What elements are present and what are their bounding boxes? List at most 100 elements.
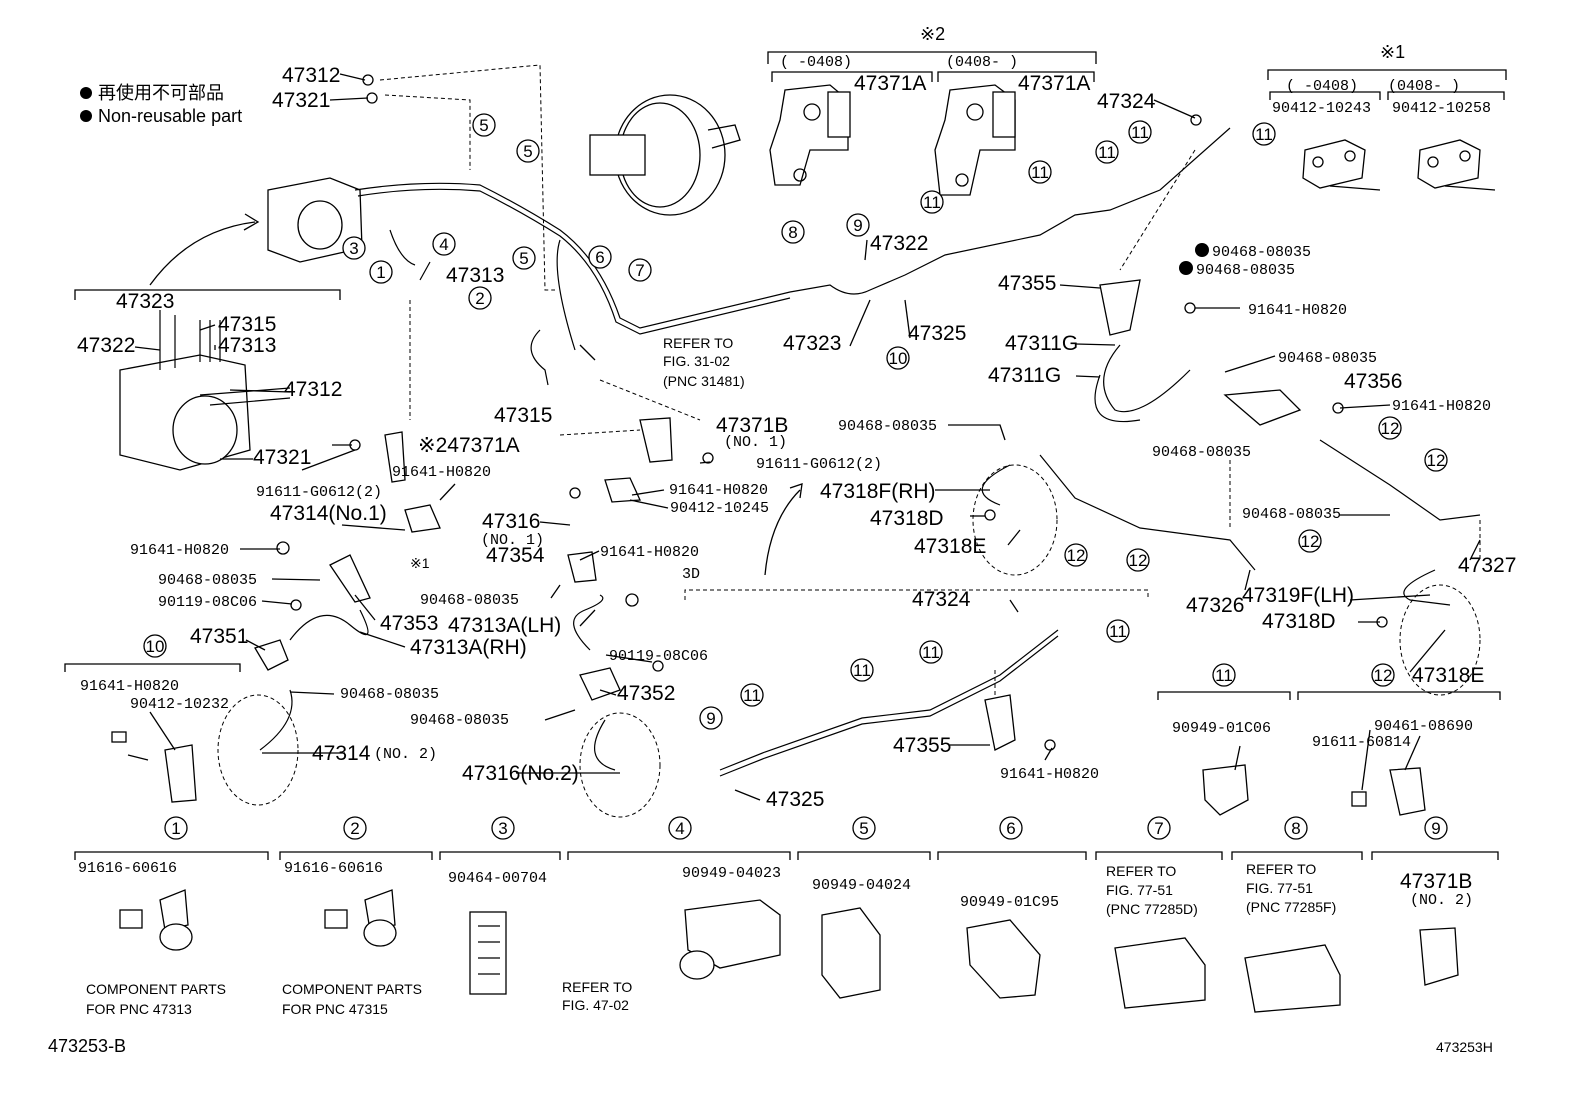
label-91641-h0820: 91641-H0820 (392, 464, 491, 481)
label-91611-g0612: 91611-G0612(2) (756, 456, 882, 473)
label-47354: 47354 (486, 544, 545, 567)
label-90468-08035: 90468-08035 (420, 592, 519, 609)
abs-actuator-detail-drawing (74, 289, 341, 471)
svg-text:12: 12 (1067, 546, 1086, 565)
svg-text:9: 9 (1431, 819, 1440, 838)
svg-text:11: 11 (922, 643, 940, 662)
label-47321: 47321 (272, 89, 330, 112)
svg-text:5: 5 (523, 142, 532, 161)
svg-text:REFER TO: REFER TO (562, 979, 632, 995)
svg-text:90949-04024: 90949-04024 (812, 877, 911, 894)
label-90468-08035: 90468-08035 (158, 572, 257, 589)
callout-circles: 5 5 3 4 1 5 6 7 2 8 9 10 11 11 11 11 11 … (143, 113, 1448, 730)
label-47352: 47352 (617, 682, 675, 705)
bottom-item-6: 6 90949-01C95 (960, 816, 1059, 911)
label-91641-h0820: 91641-H0820 (669, 482, 768, 499)
label-47314-no2: 47314 (312, 742, 371, 765)
label-90468-08035: 90468-08035 (1152, 444, 1251, 461)
svg-text:7: 7 (1154, 819, 1163, 838)
bottom-item-9: 9 47371B (NO. 2) (1400, 816, 1473, 909)
svg-text:5: 5 (519, 249, 528, 268)
label-47314-no2-sub: (NO. 2) (374, 746, 437, 763)
label-90412-10243: 90412-10243 (1272, 100, 1371, 117)
svg-text:12: 12 (1381, 419, 1400, 438)
bottom-item-7: 7 REFER TO FIG. 77-51 (PNC 77285D) (1106, 816, 1198, 917)
label-90468-08035: 90468-08035 (838, 418, 937, 435)
label-47351: 47351 (190, 625, 248, 648)
label-47324: 47324 (912, 588, 971, 611)
label-91641-h0820: 91641-H0820 (1248, 302, 1347, 319)
label-90119-08c06: 90119-08C06 (158, 594, 257, 611)
svg-text:4: 4 (675, 819, 684, 838)
label-47371a-x2: ※247371A (418, 434, 520, 457)
label-47311g: 47311G (988, 364, 1061, 387)
svg-text:10: 10 (889, 349, 908, 368)
label-47313: 47313 (446, 264, 504, 287)
section-brackets (64, 663, 1501, 700)
label-47371a: 47371A (1018, 72, 1090, 95)
label-47355: 47355 (893, 734, 951, 757)
svg-text:(0408- ): (0408- ) (1388, 78, 1460, 95)
legend: 再使用不可部品 Non-reusable part (80, 83, 242, 126)
svg-text:91616-60616: 91616-60616 (284, 860, 383, 877)
label-leaders (127, 73, 1481, 801)
label-91641-h0820: 91641-H0820 (80, 678, 179, 695)
label-90412-10232: 90412-10232 (130, 696, 229, 713)
brake-lines (259, 127, 1481, 777)
label-90468-08035: 90468-08035 (410, 712, 509, 729)
label-47323: 47323 (116, 290, 174, 313)
svg-text:12: 12 (1301, 532, 1320, 551)
label-3d: 3D (682, 566, 700, 583)
label-x1: ※1 (410, 555, 430, 571)
label-47353: 47353 (380, 612, 438, 635)
label-47325: 47325 (908, 322, 966, 345)
svg-text:11: 11 (1215, 666, 1233, 685)
refer-fig31-line3: (PNC 31481) (663, 373, 745, 389)
bottom-strip: 1 91616-60616 COMPONENT PARTS FOR PNC 47… (74, 816, 1499, 1017)
label-47327: 47327 (1458, 554, 1516, 577)
svg-text:FOR PNC 47313: FOR PNC 47313 (86, 1001, 192, 1017)
label-47313a-rh: 47313A(RH) (410, 636, 527, 659)
label-47321: 47321 (253, 446, 311, 469)
svg-text:4: 4 (439, 235, 448, 254)
svg-text:FOR PNC 47315: FOR PNC 47315 (282, 1001, 388, 1017)
non-reusable-dot-icon (80, 87, 92, 99)
svg-text:5: 5 (479, 116, 488, 135)
svg-text:2: 2 (475, 289, 484, 308)
svg-text:90949-04023: 90949-04023 (682, 865, 781, 882)
svg-text:※1: ※1 (1380, 42, 1405, 62)
label-91641-h0820: 91641-H0820 (600, 544, 699, 561)
label-47313a-lh: 47313A(LH) (448, 614, 561, 637)
legend-en: Non-reusable part (98, 106, 242, 126)
refer-fig31-line2: FIG. 31-02 (663, 353, 730, 369)
brake-booster-drawing (589, 94, 741, 216)
svg-text:1: 1 (171, 819, 180, 838)
svg-text:9: 9 (853, 216, 862, 235)
label-47315: 47315 (494, 404, 552, 427)
svg-text:11: 11 (1109, 622, 1127, 641)
svg-text:FIG. 77-51: FIG. 77-51 (1246, 880, 1313, 896)
label-47322: 47322 (870, 232, 928, 255)
svg-text:5: 5 (859, 819, 868, 838)
bottom-item-2: 2 91616-60616 COMPONENT PARTS FOR PNC 47… (282, 816, 422, 1017)
svg-text:(PNC 77285D): (PNC 77285D) (1106, 901, 1198, 917)
svg-text:(PNC 77285F): (PNC 77285F) (1246, 899, 1336, 915)
svg-text:11: 11 (923, 193, 941, 212)
label-91611-60814: 91611-60814 (1312, 734, 1411, 751)
bottom-item-pictures (119, 889, 1459, 1013)
label-90468-08035: 90468-08035 (1196, 262, 1295, 279)
svg-text:6: 6 (595, 248, 604, 267)
svg-text:( -0408): ( -0408) (1286, 78, 1358, 95)
bottom-item-1: 1 91616-60616 COMPONENT PARTS FOR PNC 47… (78, 816, 226, 1017)
label-47322: 47322 (77, 334, 135, 357)
svg-text:( -0408): ( -0408) (780, 54, 852, 71)
bottom-item-3: 3 90464-00704 (448, 816, 547, 887)
footer-right-code: 473253H (1436, 1039, 1493, 1055)
label-47316-no2: 47316(No.2) (462, 762, 579, 785)
label-47325: 47325 (766, 788, 824, 811)
svg-text:※2: ※2 (920, 24, 945, 44)
bottom-item-4: 4 90949-04023 REFER TO FIG. 47-02 (562, 816, 781, 1013)
label-91611-g0612: 91611-G0612(2) (256, 484, 382, 501)
hardware (111, 74, 1426, 816)
label-47323: 47323 (783, 332, 841, 355)
